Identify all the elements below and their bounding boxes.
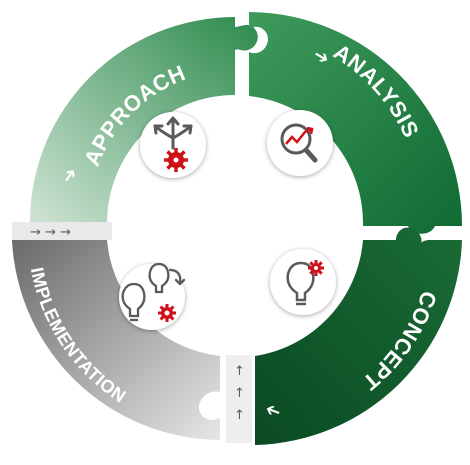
- concept-segment[interactable]: [255, 227, 462, 445]
- lightbulbs-gears-icon: [119, 264, 185, 330]
- magnifier-chart-icon: [267, 110, 333, 176]
- analysis-segment[interactable]: [249, 12, 462, 234]
- concept-arrow-icon: ➔: [262, 398, 283, 423]
- lightbulbs-gears-glyph: [121, 262, 186, 322]
- implementation-segment[interactable]: [12, 240, 220, 440]
- approach-segment[interactable]: [30, 17, 258, 222]
- left-connector-arrows: → → →: [30, 225, 71, 240]
- svg-text:↑: ↑: [234, 364, 245, 379]
- bottom-connector-arrows: ↑ ↑ ↑: [234, 364, 245, 423]
- magnifier-chart-glyph: [280, 123, 318, 163]
- divider-bottom: [226, 355, 252, 443]
- divider-left: [12, 222, 112, 240]
- lightbulb-gear-glyph: [286, 260, 324, 306]
- arrows-gear-glyph: [153, 116, 193, 172]
- svg-text:↑: ↑: [234, 386, 245, 401]
- svg-text:↑: ↑: [234, 408, 245, 423]
